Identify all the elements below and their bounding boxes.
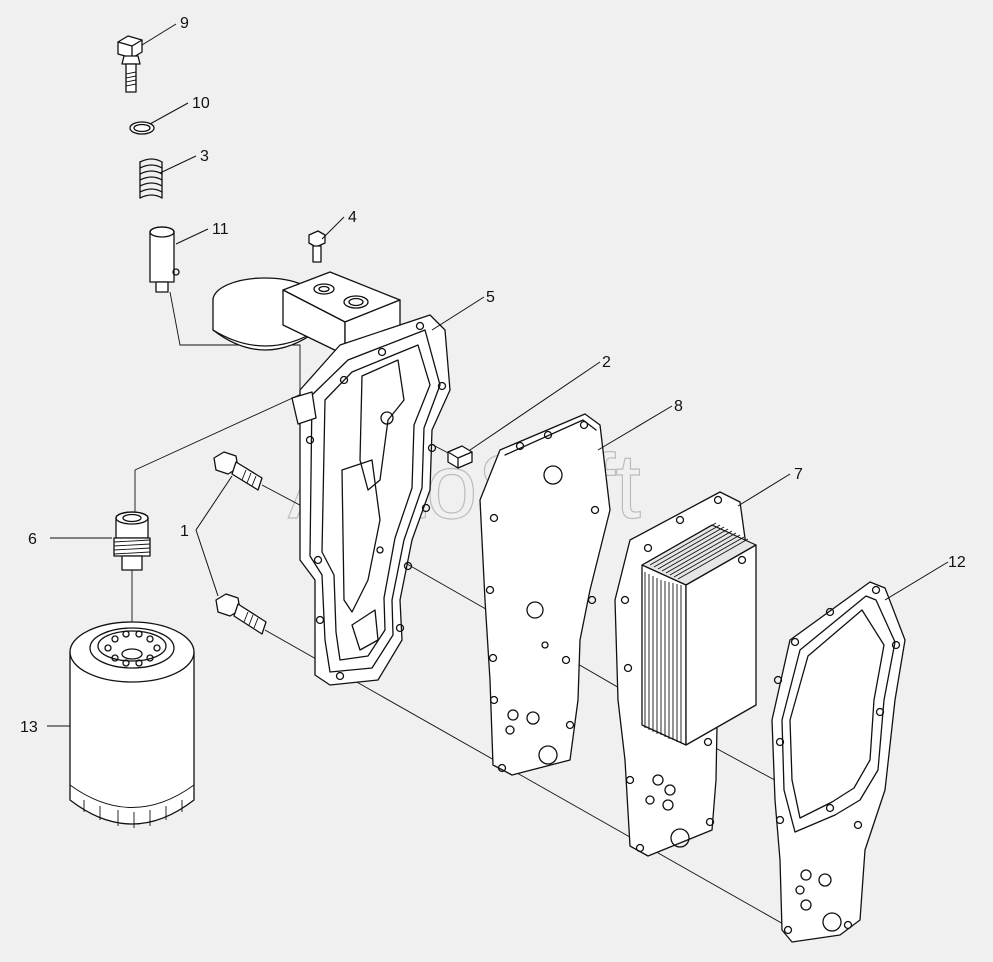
callout-5: 5 (486, 289, 495, 306)
part-12-housing-gasket (771, 581, 906, 943)
leader-lines (47, 23, 949, 727)
callout-13: 13 (20, 719, 38, 736)
callout-4: 4 (348, 209, 357, 226)
part-8-cooler-gasket (479, 413, 611, 776)
part-6-nipple (113, 511, 151, 571)
part-9-bolt (117, 35, 143, 93)
part-13-oil-filter (69, 621, 195, 828)
part-1-bolts (213, 451, 267, 635)
callout-12: 12 (948, 554, 966, 571)
cooler-fins (644, 522, 749, 743)
part-3-spring (139, 158, 163, 199)
part-5-filter-housing (212, 271, 451, 686)
callout-9: 9 (180, 15, 189, 32)
part-2-plug (447, 445, 473, 469)
part-11-piston (149, 226, 180, 293)
callout-3: 3 (200, 148, 209, 165)
housing-bolt-holes (305, 321, 447, 681)
callout-labels: 9 10 3 11 4 5 2 8 7 12 1 6 13 (20, 15, 966, 736)
callout-11: 11 (212, 221, 229, 238)
callout-10: 10 (192, 95, 210, 112)
part-7-oil-cooler (614, 491, 757, 857)
callout-2: 2 (602, 354, 611, 371)
callout-1: 1 (180, 523, 189, 540)
filter-holes (104, 630, 161, 667)
callout-8: 8 (674, 398, 683, 415)
part-4-screw (308, 230, 326, 263)
callout-7: 7 (794, 466, 803, 483)
callout-6: 6 (28, 531, 37, 548)
